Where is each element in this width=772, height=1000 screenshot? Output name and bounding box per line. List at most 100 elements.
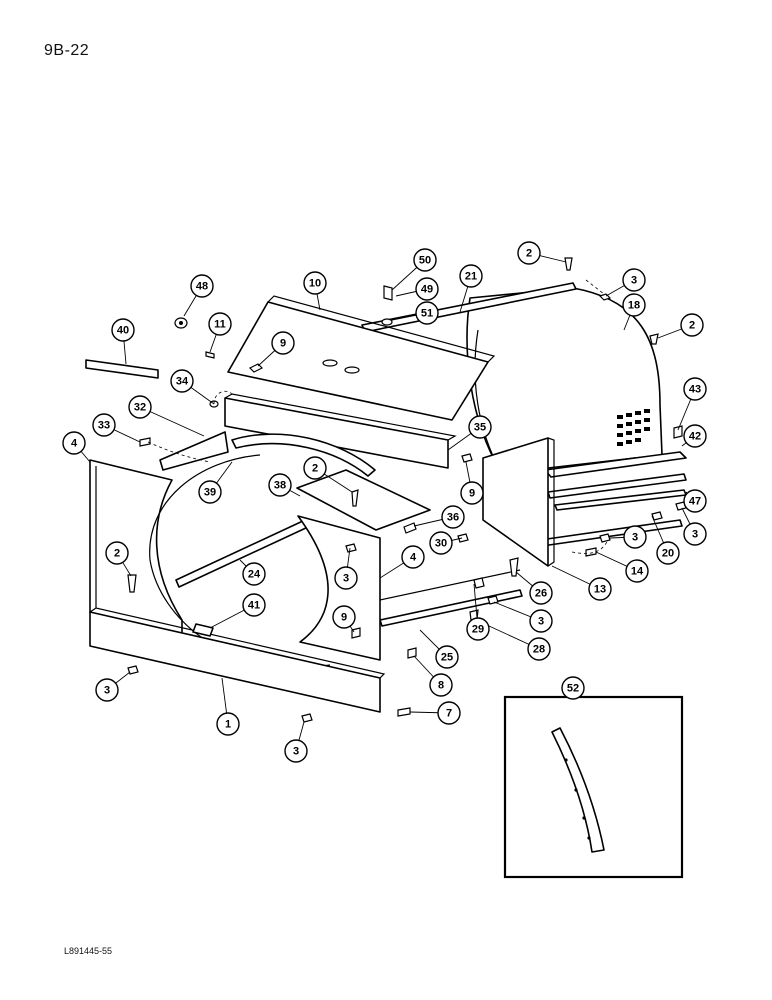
callout-circle bbox=[334, 566, 358, 590]
callout-7: 7 bbox=[437, 701, 461, 725]
callout-8: 8 bbox=[429, 673, 453, 697]
plate-38 bbox=[296, 469, 431, 531]
callout-number: 38 bbox=[274, 480, 286, 492]
callout-circle bbox=[208, 312, 232, 336]
rod-24 bbox=[175, 519, 309, 588]
callout-14: 14 bbox=[625, 559, 649, 583]
callout-20: 20 bbox=[656, 541, 680, 565]
callout-13: 13 bbox=[588, 577, 612, 601]
callout-3: 3 bbox=[623, 525, 647, 549]
callout-circle bbox=[460, 481, 484, 505]
callout-number: 2 bbox=[526, 248, 532, 260]
callout-52: 52 bbox=[561, 676, 585, 700]
callout-circle bbox=[680, 313, 704, 337]
callout-circle bbox=[517, 241, 541, 265]
callout-circle bbox=[429, 673, 453, 697]
callout-circle bbox=[529, 609, 553, 633]
callout-circle bbox=[332, 605, 356, 629]
callout-circle bbox=[683, 489, 707, 513]
callout-30: 30 bbox=[429, 531, 453, 555]
callout-28: 28 bbox=[527, 637, 551, 661]
reference-code: L891445-55 bbox=[64, 946, 113, 956]
callout-11: 11 bbox=[208, 312, 232, 336]
lower-rail-25 bbox=[379, 589, 523, 627]
callout-number: 2 bbox=[312, 463, 318, 475]
callout-3: 3 bbox=[334, 566, 358, 590]
callout-36: 36 bbox=[441, 505, 465, 529]
callout-number: 1 bbox=[225, 719, 231, 731]
callout-4: 4 bbox=[401, 545, 425, 569]
callout-number: 47 bbox=[689, 496, 701, 508]
callout-number: 7 bbox=[446, 708, 452, 720]
callout-number: 3 bbox=[692, 529, 698, 541]
callout-10: 10 bbox=[303, 271, 327, 295]
right-frame bbox=[297, 515, 381, 661]
callout-circle bbox=[303, 271, 327, 295]
lower-rail-42 bbox=[544, 451, 687, 478]
callout-number: 32 bbox=[134, 402, 146, 414]
callout-number: 9 bbox=[280, 338, 286, 350]
callout-number: 35 bbox=[474, 422, 486, 434]
callout-circle bbox=[190, 274, 214, 298]
bracket-41 bbox=[192, 623, 214, 637]
callout-48: 48 bbox=[190, 274, 214, 298]
callout-47: 47 bbox=[683, 489, 707, 513]
callout-circle bbox=[271, 331, 295, 355]
callout-number: 29 bbox=[472, 624, 484, 636]
callout-circle bbox=[468, 415, 492, 439]
callout-49: 49 bbox=[415, 277, 439, 301]
callout-number: 30 bbox=[435, 538, 447, 550]
callout-circle bbox=[128, 395, 152, 419]
callout-35: 35 bbox=[468, 415, 492, 439]
callout-circle bbox=[683, 522, 707, 546]
callout-1: 1 bbox=[216, 712, 240, 736]
callout-number: 20 bbox=[662, 548, 674, 560]
page-code: 9B-22 bbox=[44, 42, 90, 59]
callout-circle bbox=[656, 541, 680, 565]
callout-circle bbox=[170, 369, 194, 393]
callout-circle bbox=[622, 293, 646, 317]
callout-2: 2 bbox=[303, 456, 327, 480]
callout-number: 9 bbox=[341, 612, 347, 624]
callout-number: 3 bbox=[293, 746, 299, 758]
callout-number: 3 bbox=[538, 616, 544, 628]
callout-9: 9 bbox=[460, 481, 484, 505]
callout-circle bbox=[303, 456, 327, 480]
callout-circle bbox=[111, 318, 135, 342]
callout-2: 2 bbox=[105, 541, 129, 565]
callout-circle bbox=[683, 424, 707, 448]
callout-number: 3 bbox=[631, 275, 637, 287]
callout-number: 14 bbox=[631, 566, 644, 578]
callouts-layer: 1222233333334478999101113141820212425262… bbox=[62, 241, 707, 763]
callout-number: 24 bbox=[248, 569, 261, 581]
callout-41: 41 bbox=[242, 593, 266, 617]
front-bar bbox=[224, 397, 449, 469]
callout-number: 3 bbox=[104, 685, 110, 697]
callout-circle bbox=[529, 581, 553, 605]
callout-34: 34 bbox=[170, 369, 194, 393]
callout-circle bbox=[62, 431, 86, 455]
callout-32: 32 bbox=[128, 395, 152, 419]
callout-circle bbox=[401, 545, 425, 569]
callout-circle bbox=[441, 505, 465, 529]
callout-33: 33 bbox=[92, 413, 116, 437]
callout-circle bbox=[588, 577, 612, 601]
parts-layer bbox=[85, 257, 687, 879]
callout-38: 38 bbox=[268, 473, 292, 497]
callout-number: 3 bbox=[632, 532, 638, 544]
callout-3: 3 bbox=[683, 522, 707, 546]
callout-9: 9 bbox=[271, 331, 295, 355]
callout-number: 41 bbox=[248, 600, 260, 612]
leader-line-32 bbox=[139, 406, 205, 437]
callout-number: 39 bbox=[204, 487, 216, 499]
callout-21: 21 bbox=[459, 264, 483, 288]
callout-circle bbox=[437, 701, 461, 725]
callout-number: 21 bbox=[465, 271, 477, 283]
callout-24: 24 bbox=[242, 562, 266, 586]
callout-26: 26 bbox=[529, 581, 553, 605]
callout-circle bbox=[623, 525, 647, 549]
callout-40: 40 bbox=[111, 318, 135, 342]
callout-circle bbox=[415, 301, 439, 325]
callout-number: 8 bbox=[438, 680, 444, 692]
callout-number: 25 bbox=[441, 652, 453, 664]
